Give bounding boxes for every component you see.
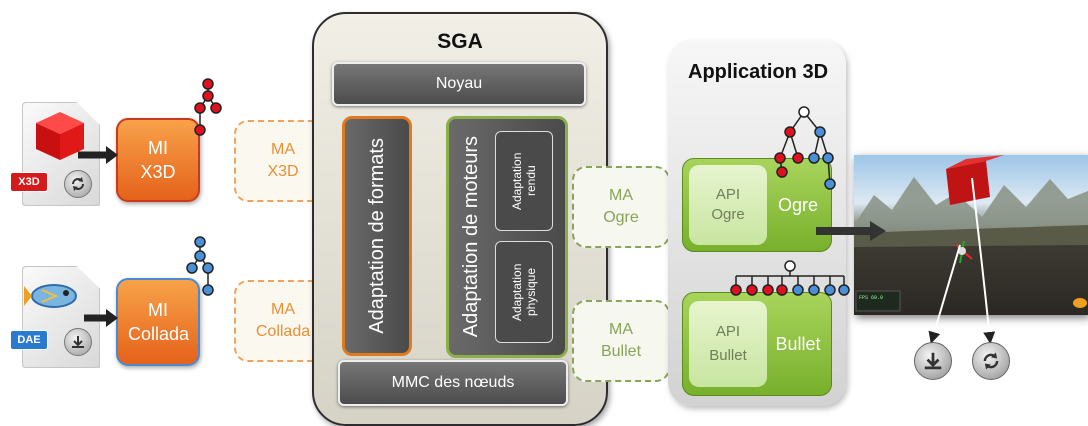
application-title: Application 3D xyxy=(688,61,829,83)
ogre-box: API Ogre Ogre xyxy=(682,158,832,252)
3d-render-view: FPS 60.0 xyxy=(854,155,1088,315)
refresh-icon xyxy=(972,342,1010,380)
ma-bullet-label: MA Bullet xyxy=(600,321,642,360)
moteurs-label: Adaptation de moteurs xyxy=(459,136,482,338)
rendu-box: Adaptation rendu xyxy=(495,131,553,231)
mmc-label: MMC des nœuds xyxy=(391,374,515,391)
mi-x3d-box: MI X3D xyxy=(116,118,200,202)
ma-collada-label: MA Collada xyxy=(255,301,311,340)
rendu-label: Adaptation rendu xyxy=(510,152,538,210)
x3d-badge: X3D xyxy=(10,172,48,192)
api-ogre-box: API Ogre xyxy=(689,165,767,245)
bullet-label: Bullet xyxy=(775,333,821,354)
formats-box: Adaptation de formats xyxy=(342,116,412,356)
sga-container: SGA Noyau Adaptation de formats Adaptati… xyxy=(312,12,608,426)
ma-x3d-label: MA X3D xyxy=(267,141,299,180)
bullet-box: API Bullet Bullet xyxy=(682,292,832,396)
mmc-bar: MMC des nœuds xyxy=(338,360,568,406)
moteurs-box: Adaptation de moteurs Adaptation rendu A… xyxy=(446,116,568,358)
sga-title: SGA xyxy=(437,30,483,53)
mi-collada-box: MI Collada xyxy=(116,278,200,366)
api-ogre-label: API Ogre xyxy=(711,186,745,223)
ma-ogre-label: MA Ogre xyxy=(603,187,639,226)
noyau-bar: Noyau xyxy=(332,62,586,106)
refresh-icon xyxy=(64,170,92,198)
mi-collada-label: MI Collada xyxy=(128,300,190,344)
api-bullet-box: API Bullet xyxy=(689,301,767,387)
dae-badge: DAE xyxy=(10,330,48,350)
noyau-label: Noyau xyxy=(435,75,483,92)
red-cube-icon xyxy=(36,112,84,160)
collada-fish-icon xyxy=(24,284,77,308)
physique-label: Adaptation physique xyxy=(510,263,538,321)
ma-ogre-box: MA Ogre xyxy=(572,166,670,248)
api-bullet-label: API Bullet xyxy=(709,323,747,364)
physique-box: Adaptation physique xyxy=(495,241,553,343)
ogre-label: Ogre xyxy=(777,194,819,215)
formats-label: Adaptation de formats xyxy=(365,138,388,334)
svg-text:FPS 60.0: FPS 60.0 xyxy=(859,295,883,301)
save-icon xyxy=(914,342,952,380)
mi-x3d-label: MI X3D xyxy=(140,138,176,182)
save-icon xyxy=(64,328,92,356)
application-container: Application 3D API Ogre Ogre API Bullet … xyxy=(668,40,846,406)
ma-bullet-box: MA Bullet xyxy=(572,300,670,382)
